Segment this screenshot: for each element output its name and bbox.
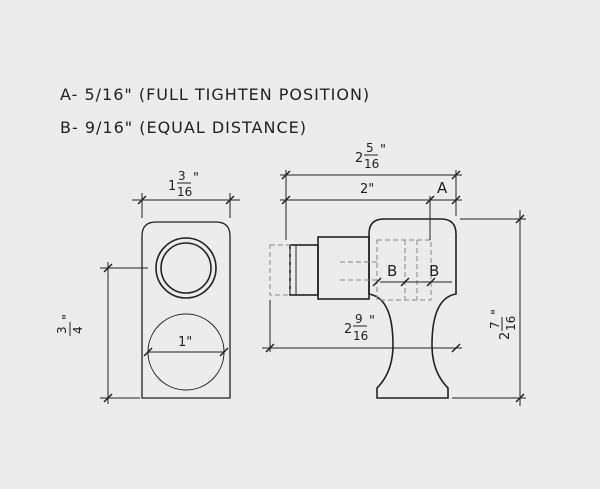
left-height-unit: " xyxy=(61,314,76,320)
left-height-num: 3 xyxy=(55,326,69,334)
bolt-head xyxy=(289,244,319,296)
overall-whole: 2 xyxy=(355,151,363,166)
top-width-whole: 1 xyxy=(168,179,176,194)
gap-b2-label: B xyxy=(429,262,439,280)
bottom-len-unit: " xyxy=(369,314,375,329)
top-width-unit: " xyxy=(193,171,199,186)
bottom-len-whole: 2 xyxy=(344,322,352,337)
top-width-num: 3 xyxy=(178,169,186,183)
right-height-den: 16 xyxy=(504,316,518,331)
right-height-num: 7 xyxy=(488,321,502,329)
end-view-outline xyxy=(141,221,231,399)
right-height-whole: 2 xyxy=(498,332,513,340)
hole-dia-label: 1" xyxy=(178,335,192,350)
end-view xyxy=(100,193,240,404)
bottom-len-label: 2 9 16 " xyxy=(344,312,375,343)
gap-b1-label: B xyxy=(387,262,397,280)
overall-num: 5 xyxy=(366,141,374,155)
left-height-den: 4 xyxy=(71,326,85,334)
gap-a-label: A xyxy=(437,179,448,197)
right-height-unit: " xyxy=(490,309,505,315)
overall-label: 2 5 16 " xyxy=(355,141,386,171)
upper-bore-inner xyxy=(160,242,212,294)
left-height-label: 3 4 " xyxy=(55,314,85,336)
hidden-lines xyxy=(269,239,432,301)
bottom-len-den: 16 xyxy=(353,329,368,343)
note-a: A- 5/16" (FULL TIGHTEN POSITION) xyxy=(60,85,370,104)
clamp-body-outline xyxy=(368,218,457,399)
overall-den: 16 xyxy=(364,157,379,171)
top-width-label: 1 3 16 " xyxy=(168,169,199,199)
overall-unit: " xyxy=(380,143,386,158)
bolt-shank xyxy=(317,236,370,300)
upper-bore-outer xyxy=(155,237,217,299)
bottom-len-num: 9 xyxy=(355,312,363,326)
right-height-label: 2 7 16 " xyxy=(488,309,518,340)
two-inch-label: 2" xyxy=(360,182,374,197)
top-width-den: 16 xyxy=(177,185,192,199)
note-b: B- 9/16" (EQUAL DISTANCE) xyxy=(60,118,307,137)
